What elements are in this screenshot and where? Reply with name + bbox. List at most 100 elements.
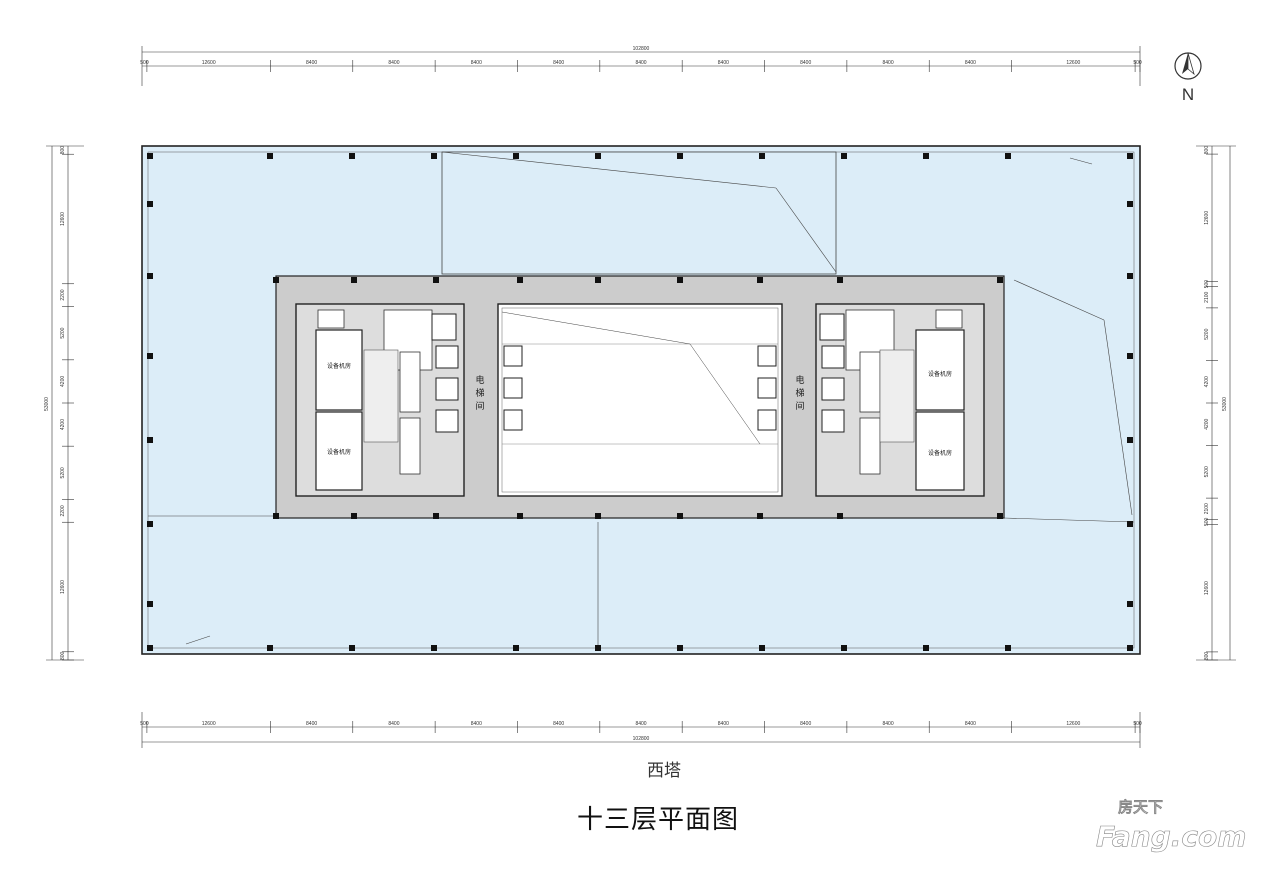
left-segment-label: 5200 <box>60 467 66 478</box>
column <box>837 277 843 283</box>
right-total-dimension: 53000 <box>1222 397 1228 411</box>
top-segment-label: 8400 <box>718 60 729 66</box>
lift-shaft <box>435 345 459 369</box>
top-dimension-chain <box>141 46 1141 86</box>
watermark-en: Fang.com <box>1096 820 1246 853</box>
bottom-segment-label: 8400 <box>306 721 317 727</box>
top-segment-label: 8400 <box>882 60 893 66</box>
right-segment-label: 2100 <box>1204 503 1210 514</box>
top-segment-labels: 500 12600 8400 8400 8400 8400 8400 8400 8400 8400… <box>140 60 1142 72</box>
bottom-segment-label: 8400 <box>800 721 811 727</box>
bottom-segment-label: 500 <box>140 721 149 727</box>
equipment-room-label: 设备机房 <box>928 370 952 378</box>
right-segment-labels: 8001260050021005200420042005200210050012… <box>1204 146 1218 661</box>
elevator-hall-label-char: 间 <box>795 400 804 412</box>
left-service-core <box>295 303 465 497</box>
left-segment-label: 800 <box>60 651 66 660</box>
column <box>147 353 153 359</box>
column <box>147 521 153 527</box>
top-segment-label: 500 <box>140 60 149 66</box>
top-segment-label: 12600 <box>202 60 216 66</box>
equipment-room-right-upper <box>915 329 965 411</box>
left-segment-label: 800 <box>60 146 66 155</box>
column <box>1005 645 1011 651</box>
column <box>759 153 765 159</box>
column <box>267 153 273 159</box>
left-segment-label: 12600 <box>60 212 66 226</box>
top-segment-label: 8400 <box>800 60 811 66</box>
right-segment-label: 5200 <box>1204 328 1210 339</box>
lift-shaft <box>821 345 845 369</box>
top-segment-label: 8400 <box>471 60 482 66</box>
stair-right-upper <box>859 351 881 413</box>
left-segment-label: 12600 <box>60 580 66 594</box>
column <box>841 645 847 651</box>
column <box>595 513 601 519</box>
left-segment-label: 2200 <box>60 505 66 516</box>
right-segment-label: 500 <box>1204 280 1210 289</box>
central-atrium <box>497 303 783 497</box>
bottom-segment-label: 12600 <box>202 721 216 727</box>
column <box>1005 153 1011 159</box>
column <box>267 645 273 651</box>
column <box>147 201 153 207</box>
left-segment-label: 4200 <box>60 419 66 430</box>
right-service-core <box>815 303 985 497</box>
elevator-hall-label-char: 梯 <box>795 387 804 399</box>
column <box>677 513 683 519</box>
column <box>431 153 437 159</box>
column <box>351 277 357 283</box>
column <box>147 437 153 443</box>
column <box>841 153 847 159</box>
top-segment-label: 8400 <box>553 60 564 66</box>
column <box>273 513 279 519</box>
north-label: N <box>1182 85 1194 104</box>
column <box>517 513 523 519</box>
column <box>997 513 1003 519</box>
column <box>147 273 153 279</box>
column <box>677 645 683 651</box>
column <box>1127 645 1133 651</box>
column <box>1127 601 1133 607</box>
column <box>997 277 1003 283</box>
column <box>349 645 355 651</box>
column <box>595 277 601 283</box>
bottom-segment-label: 8400 <box>718 721 729 727</box>
top-segment-label: 8400 <box>635 60 646 66</box>
right-segment-label: 4200 <box>1204 376 1210 387</box>
right-segment-label: 12600 <box>1204 211 1210 225</box>
equipment-room-label: 设备机房 <box>928 449 952 457</box>
atrium-elevator-cars <box>503 345 777 431</box>
bottom-segment-label: 12600 <box>1066 721 1080 727</box>
elevator-hall-label-char: 梯 <box>475 387 484 399</box>
column <box>273 277 279 283</box>
north-void-area <box>441 151 837 275</box>
lift-shaft <box>435 377 459 401</box>
watermark: 房天下 Fang.com <box>1095 786 1247 853</box>
north-arrow <box>1174 52 1202 80</box>
column <box>349 153 355 159</box>
elevator-hall-label-char: 间 <box>475 400 484 412</box>
tower-name: 西塔 <box>647 761 681 781</box>
lift-shaft <box>821 409 845 433</box>
bottom-segment-label: 8400 <box>388 721 399 727</box>
bottom-segment-label: 8400 <box>553 721 564 727</box>
top-segment-label: 12600 <box>1066 60 1080 66</box>
top-segment-label: 8400 <box>388 60 399 66</box>
column <box>513 645 519 651</box>
column <box>1127 353 1133 359</box>
top-segment-label: 500 <box>1133 60 1142 66</box>
bottom-segment-label: 8400 <box>635 721 646 727</box>
column <box>759 645 765 651</box>
structural-columns <box>147 153 1133 651</box>
column <box>595 645 601 651</box>
left-total-dimension: 53000 <box>44 397 50 411</box>
elevator-hall-label-char: 电 <box>475 374 484 386</box>
top-segment-label: 8400 <box>965 60 976 66</box>
bottom-total-dimension: 102800 <box>633 736 650 742</box>
left-segment-label: 4200 <box>60 376 66 387</box>
bottom-segment-label: 8400 <box>882 721 893 727</box>
stair-right-lower <box>859 417 881 475</box>
lift-shaft <box>821 377 845 401</box>
column <box>1127 201 1133 207</box>
